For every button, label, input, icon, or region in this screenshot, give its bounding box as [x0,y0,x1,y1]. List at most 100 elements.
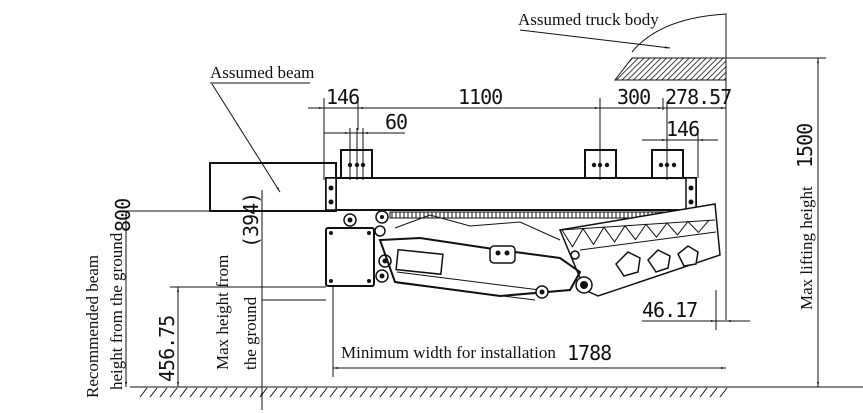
dim-1788-label: 1788 [567,341,611,365]
ground-hatch-stroke [279,387,288,398]
ground-hatch-stroke [299,387,308,398]
ground-hatch-stroke [609,387,618,398]
ground-hatch-stroke [659,387,668,398]
ground-hatch-stroke [159,387,168,398]
min-width-label: Minimum width for installation [341,343,556,362]
truck-body: Assumed truck body [518,10,826,320]
ground-hatch-stroke [689,387,698,398]
ground-hatch-stroke [249,387,258,398]
ground-hatch-stroke [269,387,278,398]
ground-hatch-stroke [589,387,598,398]
ground-hatch-stroke [449,387,458,398]
recommended-beam-label-2: height from the ground [107,232,126,390]
dim-394-label: (394) [239,193,263,248]
ground-hatch-stroke [379,387,388,398]
ground-hatch-stroke [519,387,528,398]
max-height-label-1: Max height from [213,255,232,370]
ground-hatch-stroke [209,387,218,398]
ground-hatch-stroke [229,387,238,398]
max-height-label-2: the ground [241,296,260,370]
dim-456-75-label: 456.75 [155,316,179,382]
ground-hatch-stroke [199,387,208,398]
truck-body-label: Assumed truck body [518,10,659,29]
platform-rail [325,177,697,211]
ground-hatch-stroke [389,387,398,398]
beam-label: Assumed beam [210,63,314,82]
ground-hatch-stroke [239,387,248,398]
dim-146-right: 146 [642,117,718,178]
dim-60-label: 60 [385,110,407,134]
ground-hatch-stroke [479,387,488,398]
ground-hatch-stroke [489,387,498,398]
ground-hatch-stroke [629,387,638,398]
ground-hatch-stroke [309,387,318,398]
dim-278-57: 278.57 [665,85,731,109]
ground-hatch-stroke [219,387,228,398]
ground-hatch-stroke [259,387,268,398]
ground-hatch-stroke [499,387,508,398]
mounting-bracket-3 [651,104,684,180]
ground-hatch-stroke [699,387,708,398]
dim-456-75: 456.75 [155,286,326,387]
ground-hatch-stroke [579,387,588,398]
dim-146-left: 146 [326,85,359,109]
ground-hatch-stroke [669,387,678,398]
dim-60: 60 [324,110,408,134]
ground-hatch-stroke [639,387,648,398]
ground-hatch-stroke [679,387,688,398]
ground-hatch-stroke [339,387,348,398]
dim-1788: Minimum width for installation 1788 [332,287,726,377]
ground-hatch-stroke [719,387,728,398]
ground-hatch-stroke [429,387,438,398]
ground-hatch-stroke [349,387,358,398]
ground-hatch-stroke [529,387,538,398]
ground-hatch-stroke [709,387,718,398]
dim-1500: Max lifting height 1500 [726,58,828,388]
ground-hatch-stroke [409,387,418,398]
ground-hatch-stroke [359,387,368,398]
truss-web [561,219,710,248]
ground-hatch-stroke [399,387,408,398]
dim-146-right-label: 146 [666,117,699,141]
ground-hatch-stroke [559,387,568,398]
dim-46-17: 46.17 [642,290,750,330]
recommended-beam-label-1: Recommended beam [83,255,102,398]
ground-hatch-stroke [649,387,658,398]
hydraulic-arm [378,214,582,301]
dim-1100: 1100 [458,85,502,109]
ground-hatch-stroke [369,387,378,398]
dim-300: 300 [617,85,650,109]
dim-800: 800 [111,199,210,387]
ground-hatch-stroke [329,387,338,398]
mounting-bracket-2 [584,104,617,180]
ground-hatch-stroke [439,387,448,398]
ground-hatch-stroke [539,387,548,398]
assumed-beam: Assumed beam [209,63,337,212]
dim-46-17-label: 46.17 [642,298,697,322]
truss-arm [558,203,721,297]
ground-line [130,386,863,398]
ground-hatch-stroke [599,387,608,398]
ground-hatch-stroke [319,387,328,398]
ground-hatch-stroke [169,387,178,398]
dim-top-chain: 146 1100 300 278.57 [308,85,732,180]
ground-hatch-stroke [179,387,188,398]
dim-394: (394) [239,190,326,410]
ground-hatch-stroke [149,387,158,398]
ground-hatch-stroke [289,387,298,398]
ground-hatch-stroke [549,387,558,398]
ground-hatch-stroke [619,387,628,398]
ground-hatch-stroke [469,387,478,398]
ground-hatch-stroke [189,387,198,398]
ground-hatch-stroke [569,387,578,398]
motor-box [325,210,392,287]
ground-hatch-stroke [139,387,148,398]
mounting-bracket-1 [340,128,373,180]
dim-800-label: 800 [111,199,135,232]
ground-hatch-stroke [459,387,468,398]
dim-1500-label: 1500 [793,124,817,168]
ground-hatch-stroke [509,387,518,398]
ground-hatch-stroke [419,387,428,398]
max-lifting-height-label: Max lifting height [797,186,816,310]
